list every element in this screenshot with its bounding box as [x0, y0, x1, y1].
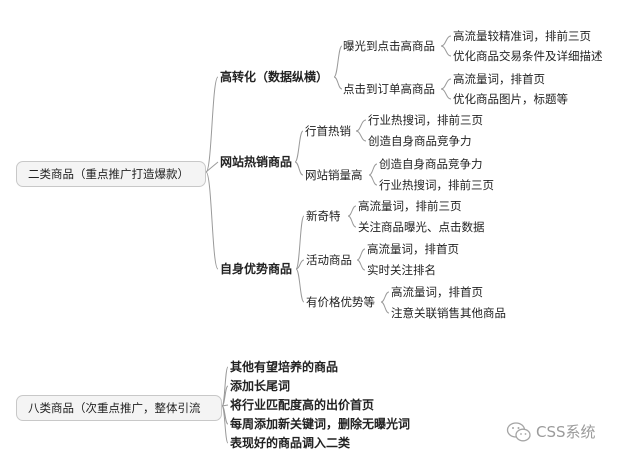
watermark-text: CSS系统 [536, 423, 596, 441]
connector [440, 45, 452, 57]
branch-item[interactable]: 添加长尾词 [230, 379, 291, 393]
leaf-topic[interactable]: 行业热搜词，排前三页 [379, 178, 494, 192]
leaf-topic[interactable]: 高流量词，排首页 [367, 242, 459, 256]
leaf-topic[interactable]: 高流量较精准词，排前三页 [453, 29, 591, 43]
leaf-topic[interactable]: 优化商品图片，标题等 [453, 92, 568, 106]
branch-high-conversion[interactable]: 高转化（数据纵横） [220, 70, 329, 84]
leaf-topic[interactable]: 注意关联销售其他商品 [391, 306, 506, 320]
branch-own-advantage[interactable]: 自身优势商品 [220, 262, 293, 276]
leaf-topic[interactable]: 高流量词，排首页 [391, 285, 483, 299]
connector [205, 76, 219, 173]
wechat-icon [506, 422, 531, 442]
connector [347, 215, 357, 228]
connector [221, 404, 229, 407]
connector [355, 119, 367, 132]
branch-hot-selling[interactable]: 网站热销商品 [220, 155, 293, 169]
branch-item[interactable]: 其他有望培养的商品 [230, 360, 339, 374]
connector [368, 174, 378, 186]
connector [356, 248, 366, 261]
subtopic-exposure-to-click[interactable]: 曝光到点击高商品 [343, 39, 435, 53]
leaf-topic[interactable]: 行业热搜词，排前三页 [368, 113, 483, 127]
leaf-topic[interactable]: 高流量词，排首页 [453, 72, 545, 86]
subtopic-click-to-order[interactable]: 点击到订单高商品 [343, 82, 435, 96]
subtopic-industry-hot[interactable]: 行首热销 [305, 124, 351, 138]
subtopic-novel[interactable]: 新奇特 [306, 209, 341, 223]
connector [380, 301, 390, 314]
connector [333, 76, 343, 90]
leaf-topic[interactable]: 实时关注排名 [367, 263, 436, 277]
root-topic-tier2-products[interactable]: 二类商品（重点推广打造爆款） [16, 161, 206, 187]
leaf-topic[interactable]: 关注商品曝光、点击数据 [358, 220, 485, 234]
connector [294, 130, 304, 163]
connector [333, 45, 343, 78]
subtopic-promo-products[interactable]: 活动商品 [306, 253, 352, 267]
connector [440, 35, 452, 47]
connector [368, 163, 378, 176]
connector [440, 88, 452, 100]
connector [295, 215, 305, 270]
leaf-topic[interactable]: 创造自身商品竞争力 [368, 134, 472, 148]
connector [380, 291, 390, 303]
connector [355, 130, 367, 142]
connector [205, 161, 219, 173]
branch-item[interactable]: 表现好的商品调入二类 [230, 436, 351, 450]
connector [295, 268, 305, 303]
subtopic-price-advantage[interactable]: 有价格优势等 [306, 295, 375, 309]
root-topic-tier8-products[interactable]: 八类商品（次重点推广，整体引流 [16, 395, 222, 421]
connector [356, 259, 366, 271]
leaf-topic[interactable]: 创造自身商品竞争力 [379, 157, 483, 171]
branch-item[interactable]: 每周添加新关键词，删除无曝光词 [230, 417, 411, 431]
connector [205, 171, 219, 270]
connector [221, 405, 229, 444]
branch-item[interactable]: 将行业匹配度高的出价首页 [230, 398, 375, 412]
connector [294, 161, 304, 176]
leaf-topic[interactable]: 高流量词，排前三页 [358, 199, 462, 213]
subtopic-site-sales-high[interactable]: 网站销量高 [305, 168, 363, 182]
leaf-topic[interactable]: 优化商品交易条件及详细描述 [453, 49, 603, 63]
connector [347, 205, 357, 217]
connector [440, 78, 452, 90]
connector [295, 259, 305, 270]
